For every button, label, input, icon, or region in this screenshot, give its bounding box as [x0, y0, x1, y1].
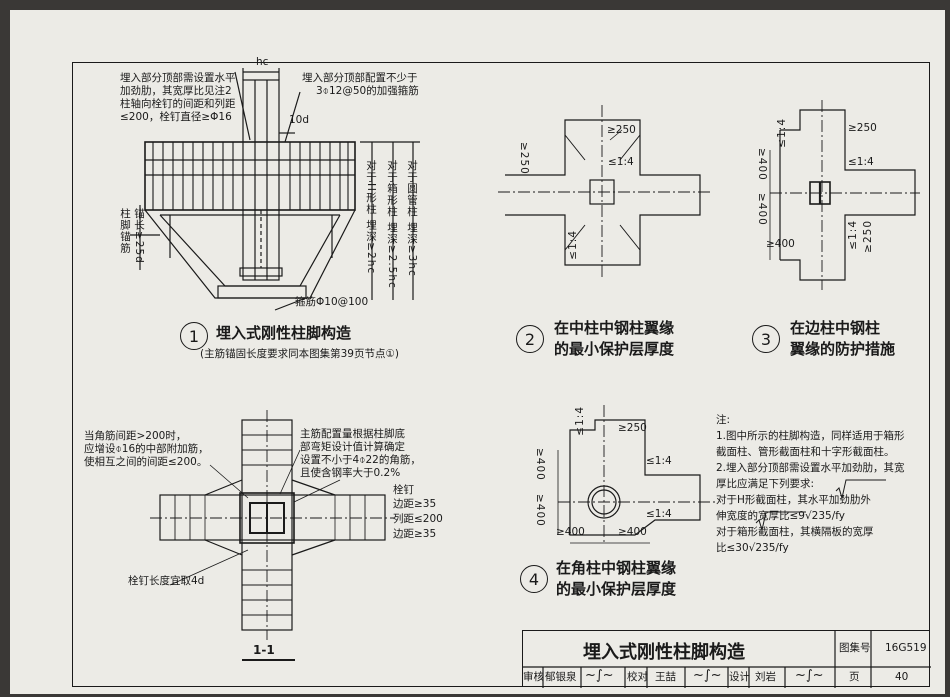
title-block: 埋入式刚性柱脚构造 图集号 16G519 审核 郁银泉 ~∫~ 校对 王喆 ~∫… [522, 630, 931, 688]
notes-block: 注: 1.图中所示的柱脚构造，同样适用于箱形 截面柱、管形截面柱和十字形截面柱。… [716, 414, 905, 554]
fig1-note-left: 埋入部分顶部需设置水平加劲肋，其宽厚比见注2 柱轴向栓钉的间距和列距≤200，栓… [120, 72, 236, 123]
fig3-dim-400-a: ≥400 [756, 148, 768, 181]
fig3-edge-column [769, 100, 920, 290]
notes-sqrt-signs [755, 479, 886, 532]
fig2-middle-column [498, 105, 710, 278]
fig3-slope-a: ≤1:4 [776, 118, 788, 148]
fig2-dim-250-left: ≥250 [518, 142, 530, 175]
drawing-frame [72, 62, 930, 687]
fig4-dim-250: ≥250 [618, 422, 647, 434]
fig4-dim-400-b: ≥400 [534, 494, 546, 527]
page-label: 页 [849, 671, 860, 683]
title-block-title: 埋入式刚性柱脚构造 [583, 642, 745, 663]
fig1-depth-box: 对于箱形柱 埋深≥2.5hc [386, 160, 398, 289]
fig3-title: 在边柱中钢柱翼缘的防护措施 [790, 319, 896, 358]
check-label: 校对 [627, 671, 648, 683]
fig4-title: 在角柱中钢柱翼缘的最小保护层厚度 [556, 559, 677, 598]
section-1-1 [150, 410, 395, 661]
fig4-dim-400-a: ≥400 [534, 448, 546, 481]
fig3-slope-b: ≤1:4 [848, 156, 874, 168]
designer-signature-icon: ~∫~ [795, 668, 824, 683]
reviewer-signature-icon: ~∫~ [585, 668, 614, 683]
title-block-grid [523, 631, 931, 688]
page-number: 40 [895, 671, 909, 683]
checker-signature-icon: ~∫~ [693, 668, 722, 683]
fig4-number: 4 [520, 565, 548, 593]
drawing-sheet: 埋入部分顶部需设置水平加劲肋，其宽厚比见注2 柱轴向栓钉的间距和列距≤200，栓… [10, 10, 945, 694]
checker-name: 王喆 [655, 671, 676, 683]
section-stud: 栓钉 [393, 484, 414, 496]
drawing-linework [130, 68, 920, 661]
fig2-dim-250-top: ≥250 [607, 124, 636, 136]
section-label: 1-1 [253, 643, 275, 657]
fig1-dim-hc: hc [256, 56, 269, 68]
fig4-dim-400-c: ≥400 [556, 526, 585, 538]
fig4-slope-c: ≤1:4 [646, 508, 672, 520]
section-note-right: 主筋配置量根据柱脚底部弯矩设计值计算确定 设置不小于4⌽22的角筋，且使含钢率大… [300, 428, 421, 479]
fig1-stirrup: 箍筋Φ10@100 [295, 296, 369, 308]
fig1-anchor-label-1: 柱脚锚筋 [119, 208, 131, 254]
fig2-number: 2 [516, 325, 544, 353]
review-label: 审核 [523, 671, 544, 683]
fig4-dim-400-d: ≥400 [618, 526, 647, 538]
atlas-label: 图集号 [839, 642, 871, 654]
section-edge-1: 边距≥35 [393, 498, 437, 510]
atlas-number: 16G519 [885, 642, 927, 654]
designer-name: 刘岩 [755, 671, 776, 683]
fig1-depth-round: 对于圆管柱 埋深≥3hc [406, 160, 418, 277]
fig3-dim-400-b: ≥400 [756, 193, 768, 226]
section-note-left: 当角筋间距>200时，应增设⌽16的中部附加筋，使相互之间的间距≤200。 [84, 430, 209, 468]
reviewer-name: 郁银泉 [545, 671, 577, 683]
fig2-slope-b: ≤1:4 [567, 230, 579, 260]
fig1-subtitle: (主筋锚固长度要求同本图集第39页节点①) [200, 348, 399, 360]
fig1-elevation [130, 68, 420, 311]
fig2-slope-a: ≤1:4 [608, 156, 634, 168]
fig1-depth-h: 对于H形柱 埋深≥2hc [365, 160, 377, 275]
fig3-dim-250-bottom: ≥250 [862, 220, 874, 253]
section-stud-length: 栓钉长度宜取4d [128, 575, 205, 587]
fig4-slope-a: ≤1:4 [574, 406, 586, 436]
fig3-dim-250-top: ≥250 [848, 122, 877, 134]
design-label: 设计 [729, 671, 750, 683]
fig3-number: 3 [752, 325, 780, 353]
fig1-number: 1 [180, 322, 208, 350]
fig1-anchor-label-2: 锚长≥25d [133, 208, 145, 264]
fig4-corner-column [557, 405, 715, 545]
section-col-spacing: 列距≤200 [393, 513, 443, 525]
fig1-dim-10d: 10d [289, 114, 310, 126]
section-edge-2: 边距≥35 [393, 528, 437, 540]
fig2-title: 在中柱中钢柱翼缘的最小保护层厚度 [554, 319, 675, 358]
fig1-title: 埋入式刚性柱脚构造 [216, 324, 352, 342]
fig4-slope-b: ≤1:4 [646, 455, 672, 467]
fig3-dim-400-c: ≥400 [766, 238, 795, 250]
fig3-slope-c: ≤1:4 [847, 220, 859, 250]
